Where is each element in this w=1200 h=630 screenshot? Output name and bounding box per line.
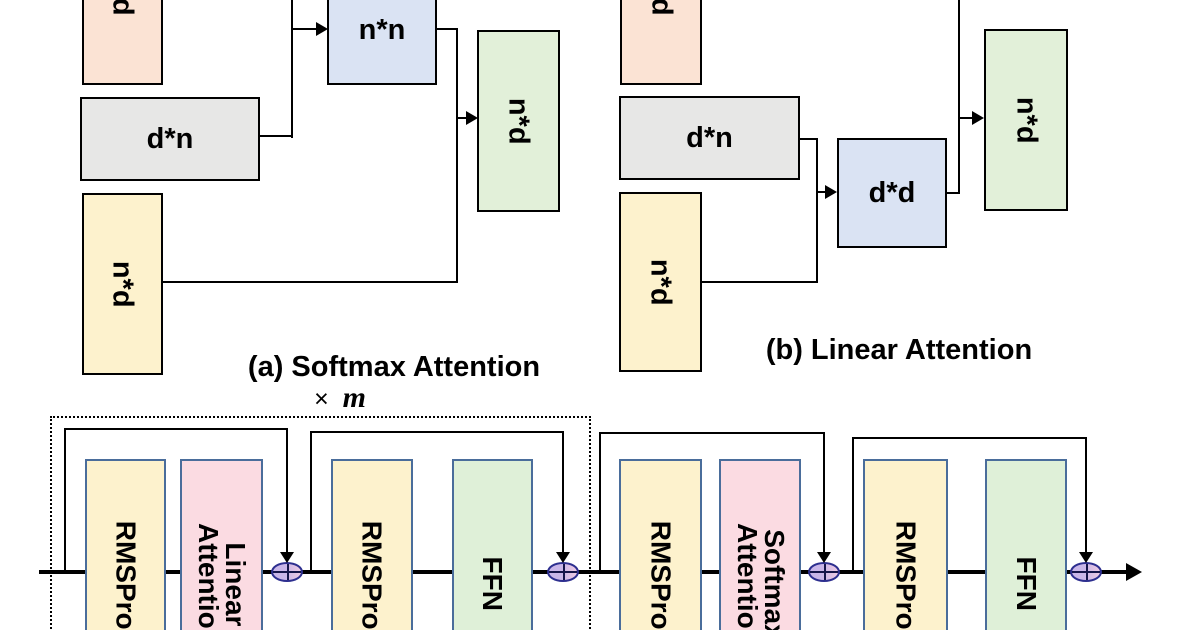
block-ffn-2-label: FFN	[1010, 556, 1042, 612]
skip2-arrow-icon	[556, 552, 570, 563]
block-rmsprop-4: RMSProp	[863, 459, 948, 630]
b-key-label: d*n	[686, 121, 733, 154]
b-into-output-arrow-icon	[972, 111, 984, 125]
a-query-label: n*d	[107, 0, 139, 16]
residual-stream-line	[39, 570, 1131, 574]
a-caption: (a) Softmax Attention	[247, 351, 541, 383]
b-query-label: n*d	[645, 0, 677, 16]
b-into-kv-arrow-icon	[825, 185, 837, 199]
b-output-label: n*d	[1010, 96, 1043, 144]
adder-1-plus-icon	[271, 562, 303, 582]
stream-end-arrow-icon	[1126, 563, 1142, 581]
b-kv-state-box: d*d	[837, 138, 947, 248]
b-into-kv-shaft	[817, 191, 828, 193]
a-into-attn-arrow-icon	[316, 22, 328, 36]
a-into-output-arrow-icon	[466, 111, 478, 125]
repeated-block-dashed-outline	[50, 416, 591, 630]
b-query-vertical-line	[958, 0, 960, 194]
b-output-box: n*d	[984, 29, 1068, 211]
skip4-up-line	[852, 438, 854, 572]
a-attention-matrix-box: n*n	[327, 0, 437, 85]
block-rmsprop-3: RMSProp	[619, 459, 702, 630]
a-attn-out-line	[437, 28, 458, 30]
a-key-label: d*n	[146, 122, 194, 155]
times-symbol: ×	[314, 385, 329, 413]
a-value-box: n*d	[82, 193, 163, 375]
block-rmsprop-1: RMSProp	[85, 459, 166, 630]
adder-1-hbar	[273, 571, 301, 573]
block-softmax-attention: Softmax Attention	[719, 459, 801, 630]
a-query-box: n*d	[82, 0, 163, 85]
a-attention-matrix-label: n*n	[358, 13, 406, 46]
block-linear-attention: Linear Attention	[180, 459, 263, 630]
skip2-down-line	[562, 431, 564, 553]
adder-3-hbar	[810, 571, 838, 573]
block-ffn-2: FFN	[985, 459, 1067, 630]
skip1-up-line	[64, 429, 66, 572]
a-qk-vertical-line	[291, 0, 293, 138]
b-kv-out-line	[947, 192, 960, 194]
a-value-label: n*d	[106, 260, 139, 308]
block-softmax-attention-label: Softmax Attention	[731, 522, 790, 630]
a-output-box: n*d	[477, 30, 560, 212]
a-merge-vertical-line	[456, 28, 458, 283]
block-rmsprop-4-label: RMSProp	[890, 521, 922, 630]
skip1-arrow-icon	[280, 552, 294, 563]
skip2-up-line	[310, 432, 312, 572]
block-rmsprop-2: RMSProp	[331, 459, 413, 630]
skip3-top-line	[599, 432, 825, 434]
block-linear-attention-label: Linear Attention	[192, 522, 251, 630]
block-ffn-1-label: FFN	[477, 556, 509, 612]
adder-4-hbar	[1072, 571, 1100, 573]
a-key-out-line	[260, 135, 293, 137]
b-kv-state-label: d*d	[868, 176, 916, 209]
block-rmsprop-1-label: RMSProp	[110, 521, 142, 630]
skip4-arrow-icon	[1079, 552, 1093, 563]
b-caption: (b) Linear Attention	[765, 334, 1033, 366]
adder-3-plus-icon	[808, 562, 840, 582]
b-kv-vertical-line	[816, 138, 818, 283]
a-value-out-line	[163, 281, 458, 283]
a-key-box: d*n	[80, 97, 260, 181]
block-rmsprop-3-label: RMSProp	[645, 521, 677, 630]
b-value-box: n*d	[619, 192, 702, 372]
a-output-label: n*d	[502, 97, 535, 145]
a-into-output-shaft	[457, 117, 469, 119]
skip4-down-line	[1085, 437, 1087, 553]
skip1-top-line	[64, 428, 288, 430]
skip2-top-line	[310, 431, 564, 433]
b-query-box: n*d	[620, 0, 702, 85]
skip1-down-line	[286, 428, 288, 553]
b-key-out-line	[800, 138, 818, 140]
skip4-top-line	[852, 437, 1087, 439]
repeat-times-label: × m	[280, 381, 400, 415]
adder-2-hbar	[549, 571, 577, 573]
skip3-arrow-icon	[817, 552, 831, 563]
b-into-output-shaft	[959, 117, 974, 119]
skip3-up-line	[599, 433, 601, 572]
a-into-attn-shaft	[293, 28, 318, 30]
adder-2-plus-icon	[547, 562, 579, 582]
repeat-count-m: m	[342, 381, 366, 414]
skip3-down-line	[823, 432, 825, 553]
b-value-out-line	[702, 281, 817, 283]
b-key-box: d*n	[619, 96, 800, 180]
b-value-label: n*d	[644, 258, 677, 306]
adder-4-plus-icon	[1070, 562, 1102, 582]
block-ffn-1: FFN	[452, 459, 533, 630]
block-rmsprop-2-label: RMSProp	[356, 521, 388, 630]
